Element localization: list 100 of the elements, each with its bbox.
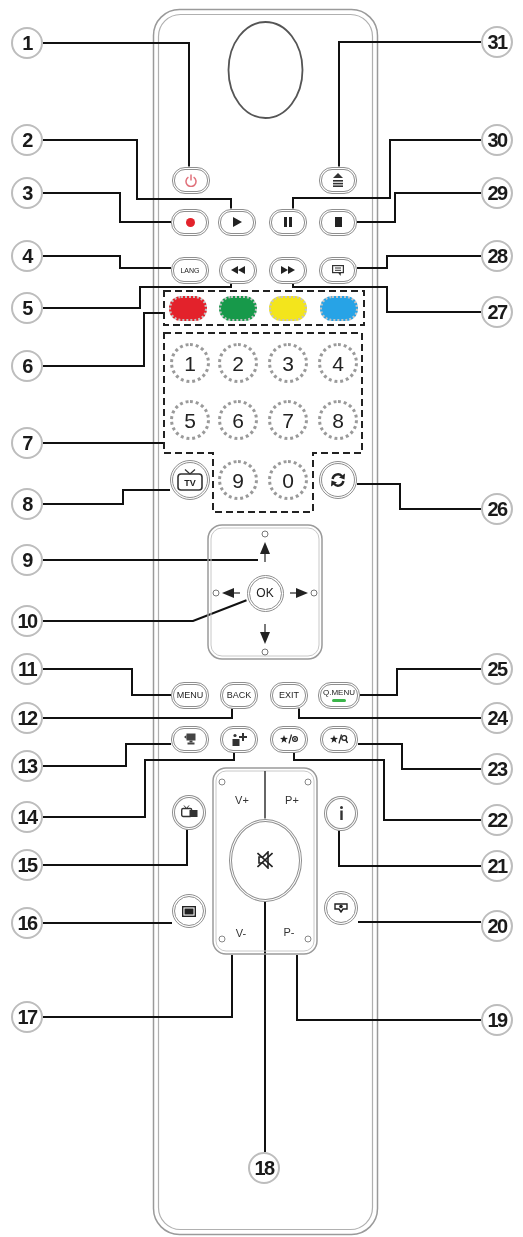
remote-button — [171, 725, 209, 753]
leader-line — [357, 921, 482, 923]
leader-line — [357, 743, 482, 770]
remote-button — [172, 894, 206, 928]
callout-number: 16 — [11, 907, 43, 939]
callout-number: 25 — [481, 653, 513, 685]
remote-button — [269, 295, 307, 321]
callout-number: 19 — [481, 1004, 513, 1036]
leader-line — [293, 751, 482, 821]
remote-button: 0 — [268, 460, 308, 500]
leader-line — [42, 828, 188, 866]
callout-number: 28 — [481, 240, 513, 272]
callout-number: 30 — [481, 124, 513, 156]
leader-line — [292, 282, 482, 313]
callout-number: 8 — [11, 488, 43, 520]
leader-line — [42, 282, 232, 309]
callout-number: 13 — [11, 750, 43, 782]
remote-button — [218, 208, 256, 236]
leader-line — [42, 954, 233, 1018]
callout-number: 15 — [11, 849, 43, 881]
leader-line — [42, 255, 172, 269]
remote-button: 8 — [318, 400, 358, 440]
callout-number: 22 — [481, 804, 513, 836]
remote-button — [319, 461, 357, 499]
remote-button: 2 — [218, 343, 258, 383]
remote-button: EXIT — [270, 681, 308, 709]
leader-line — [356, 255, 482, 269]
callout-number: 23 — [481, 753, 513, 785]
remote-button: 7 — [268, 400, 308, 440]
callout-number: 20 — [481, 910, 513, 942]
remote-button — [318, 681, 360, 709]
remote-button: 6 — [218, 400, 258, 440]
callout-number: 9 — [11, 544, 43, 576]
leader-line — [42, 707, 233, 719]
remote-button — [270, 725, 308, 753]
callout-number: 4 — [11, 240, 43, 272]
callout-number: 5 — [11, 292, 43, 324]
leader-line — [42, 442, 164, 444]
callout-number: 21 — [481, 850, 513, 882]
callout-number: 17 — [11, 1001, 43, 1033]
leader-line — [42, 42, 190, 168]
remote-button — [324, 891, 358, 925]
remote-button: 3 — [268, 343, 308, 383]
button-label: Q.MENU — [323, 688, 355, 697]
callout-number: 12 — [11, 702, 43, 734]
leader-line — [42, 192, 172, 223]
leader-line — [296, 954, 482, 1021]
leader-line — [42, 922, 173, 924]
leader-line — [356, 483, 482, 510]
leader-line — [338, 41, 482, 168]
leader-line — [42, 743, 172, 767]
leader-line — [42, 312, 164, 367]
callout-number: 11 — [11, 653, 43, 685]
remote-button — [320, 295, 358, 321]
leader-line — [356, 192, 482, 223]
remote-button: MENU — [171, 681, 209, 709]
dashed-frame — [163, 290, 365, 326]
remote-button — [219, 256, 257, 284]
remote-button — [319, 256, 357, 284]
remote-button — [172, 166, 210, 194]
remote-button — [220, 725, 258, 753]
remote-button — [219, 295, 257, 321]
leader-line — [292, 139, 482, 210]
remote-button — [169, 295, 207, 321]
leader-line — [338, 829, 482, 867]
leader-line — [298, 707, 482, 719]
leader-line — [42, 668, 172, 696]
remote-button — [269, 256, 307, 284]
leader-line — [264, 900, 266, 1153]
callout-number: 1 — [11, 27, 43, 59]
remote-button: BACK — [220, 681, 258, 709]
leader-line — [42, 489, 171, 505]
remote-button — [319, 166, 357, 194]
callout-number: 31 — [481, 26, 513, 58]
callout-number: 10 — [11, 605, 43, 637]
callout-number: 27 — [481, 296, 513, 328]
button-label: TV — [184, 478, 196, 488]
arrow-up-icon — [258, 530, 272, 562]
callout-number: 29 — [481, 177, 513, 209]
remote-button: 4 — [318, 343, 358, 383]
remote-button: 1 — [170, 343, 210, 383]
callout-number: 6 — [11, 350, 43, 382]
remote-button: 5 — [170, 400, 210, 440]
leader-line — [42, 599, 248, 622]
callout-number: 3 — [11, 177, 43, 209]
callout-number: 7 — [11, 427, 43, 459]
remote-button — [170, 460, 210, 500]
callout-number: 2 — [11, 124, 43, 156]
leader-line — [359, 668, 482, 696]
remote-button: 9 — [218, 460, 258, 500]
callout-number: 26 — [481, 493, 513, 525]
remote-button — [320, 725, 358, 753]
navigation-pad — [207, 524, 323, 660]
remote-button — [269, 208, 307, 236]
callout-number: 24 — [481, 702, 513, 734]
remote-button — [324, 795, 358, 831]
leader-line — [42, 751, 235, 818]
leader-line — [42, 559, 259, 561]
callout-number: 14 — [11, 801, 43, 833]
remote-button — [319, 208, 357, 236]
